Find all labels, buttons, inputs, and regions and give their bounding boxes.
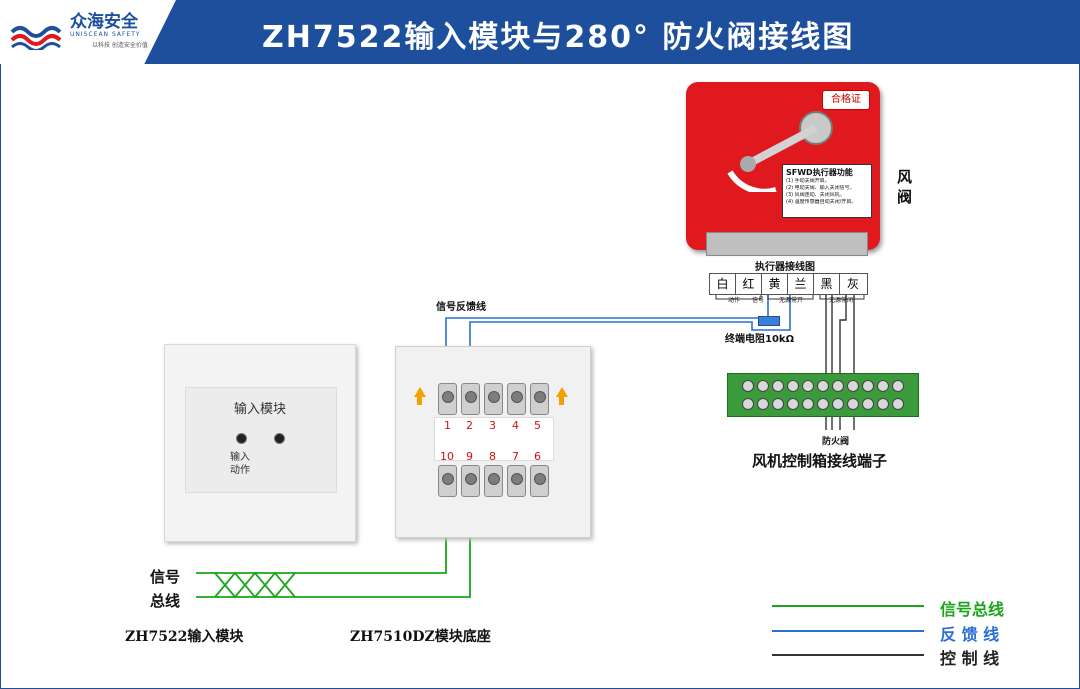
wire-cell: 黄 xyxy=(762,274,788,294)
action-led-icon xyxy=(274,433,285,444)
brand-slogan: 以科技 创造安全价值 xyxy=(92,42,148,49)
wire-sub-action: 动作 xyxy=(728,297,741,304)
wire-color-table: 白 红 黄 兰 黑 灰 xyxy=(709,273,868,295)
resistor-label: 终端电阻10kΩ xyxy=(725,334,795,345)
legend-feedback-label: 反 馈 线 xyxy=(940,625,1000,644)
legend-control-line xyxy=(772,654,924,656)
twisted-pair xyxy=(214,571,296,599)
actuator-wiring-title: 执行器接线图 xyxy=(755,262,815,273)
function-line: (3) 风阀连动、关闭风机。 xyxy=(786,192,845,198)
bus-label-signal: 信号 xyxy=(150,568,181,586)
feedback-line-label: 信号反馈线 xyxy=(436,302,486,313)
brand-name: 众海安全 xyxy=(70,12,138,32)
certificate-sticker: 合格证 xyxy=(822,90,870,110)
wire-sub-signal: 信号 xyxy=(752,297,765,304)
module-panel: 输入模块 输入 动作 xyxy=(185,387,337,493)
legend-signal-line xyxy=(772,605,924,607)
up-arrow-icon xyxy=(414,387,426,397)
control-box-terminal-strip xyxy=(727,373,919,417)
base-caption: ZH7510DZ模块底座 xyxy=(350,629,491,645)
damper-label-valve: 阀 xyxy=(897,188,913,206)
terminal-number: 7 xyxy=(512,450,519,463)
terminal-3 xyxy=(484,383,503,415)
terminal-7 xyxy=(507,465,526,497)
damper-small-label: 防火阀 xyxy=(822,437,850,447)
function-card: SFWD执行器功能 (1) 手动关阀开启。 (2) 电动关阀、输入关闭信号。 (… xyxy=(782,164,872,218)
label-window xyxy=(434,417,554,461)
control-box-caption: 风机控制箱接线端子 xyxy=(752,452,888,470)
up-arrow-icon xyxy=(556,387,568,397)
terminal-1 xyxy=(438,383,457,415)
actuator-terminal-block xyxy=(706,232,868,256)
wave-logo-icon xyxy=(10,26,62,50)
led-label-action: 动作 xyxy=(230,465,250,476)
terminal-8 xyxy=(484,465,503,497)
fire-damper-actuator: 合格证 SFWD执行器功能 (1) 手动关阀开启。 (2) 电动关阀、输入关闭信… xyxy=(686,82,880,250)
led-label-input: 输入 xyxy=(230,452,250,463)
wire-cell: 兰 xyxy=(788,274,814,294)
feedback-wire-2 xyxy=(469,294,791,392)
lever-icon xyxy=(727,111,833,192)
damper-label-wind: 风 xyxy=(897,168,913,186)
wire-sub-nc: 无源常闭 xyxy=(829,297,854,304)
brand-english: UNISCEAN SAFETY xyxy=(70,31,141,38)
wire-cell: 灰 xyxy=(846,277,859,291)
terminal-number: 2 xyxy=(466,419,473,432)
function-line: (2) 电动关阀、输入关闭信号。 xyxy=(786,185,855,191)
terminal-number: 4 xyxy=(512,419,519,432)
terminal-number: 6 xyxy=(534,450,541,463)
terminal-10 xyxy=(438,465,457,497)
terminal-number: 8 xyxy=(489,450,496,463)
terminal-6 xyxy=(530,465,549,497)
function-card-title: SFWD执行器功能 xyxy=(786,168,853,177)
module-panel-label: 输入模块 xyxy=(234,402,287,417)
wire-sub-no: 无源常开 xyxy=(779,297,804,304)
terminal-number: 3 xyxy=(489,419,496,432)
terminal-2 xyxy=(461,383,480,415)
terminal-number: 10 xyxy=(440,450,454,463)
module-base-plate xyxy=(395,346,591,538)
title-bar: 众海安全 UNISCEAN SAFETY 以科技 创造安全价值 ZH7522输入… xyxy=(0,0,1080,64)
wire-cell: 白 xyxy=(710,274,736,294)
terminal-9 xyxy=(461,465,480,497)
brand-logo: 众海安全 UNISCEAN SAFETY 以科技 创造安全价值 xyxy=(0,0,176,64)
terminal-number: 1 xyxy=(444,419,451,432)
input-led-icon xyxy=(236,433,247,444)
bus-label-bus: 总线 xyxy=(150,592,181,610)
terminal-number: 9 xyxy=(466,450,473,463)
terminal-resistor-icon xyxy=(758,316,780,326)
terminal-number: 5 xyxy=(534,419,541,432)
legend-feedback-line xyxy=(772,630,924,632)
legend-signal-label: 信号总线 xyxy=(940,600,1005,619)
function-line: (1) 手动关阀开启。 xyxy=(786,178,830,184)
input-module-caption: ZH7522输入模块 xyxy=(125,629,244,645)
function-line: (4) 温度传感器自动关闭/开启。 xyxy=(786,199,857,205)
legend-control-label: 控 制 线 xyxy=(940,649,1000,668)
terminal-4 xyxy=(507,383,526,415)
terminal-5 xyxy=(530,383,549,415)
input-module-plate: 输入模块 输入 动作 xyxy=(164,344,356,542)
page-title: ZH7522输入模块与280° 防火阀接线图 xyxy=(262,20,855,55)
wire-cell: 红 xyxy=(736,274,762,294)
wire-cell: 黑 xyxy=(814,274,840,294)
